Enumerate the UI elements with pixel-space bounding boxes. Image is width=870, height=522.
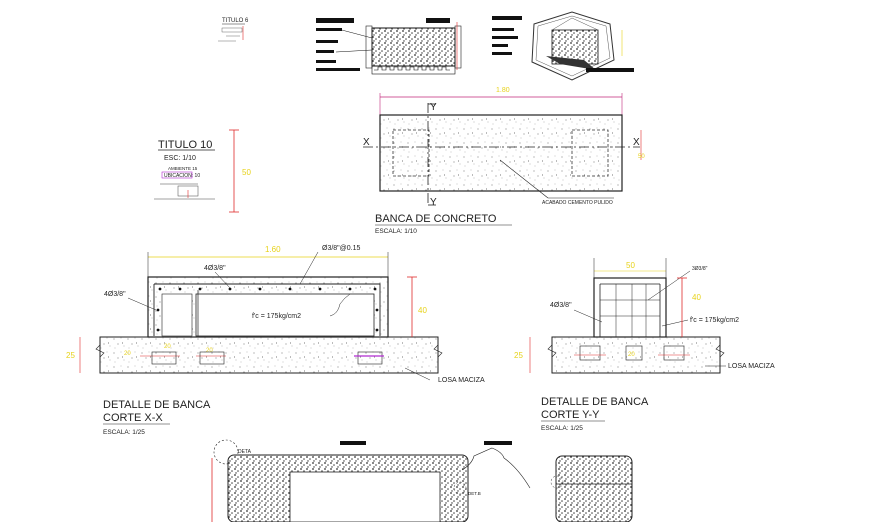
xx-fc: f'c = 175kg/cm2 (252, 313, 301, 320)
yy-slab-label: LOSA MACIZA (728, 363, 775, 370)
plan-label-y-bottom: Y (430, 197, 437, 208)
xx-leg-dim-a: 20 (124, 351, 131, 357)
thumbnail-title: TITULO 6 (222, 18, 249, 24)
yy-top-note: 3Ø3/8" (692, 266, 708, 272)
yy-title-1: DETALLE DE BANCA (541, 396, 649, 408)
yy-fc: f'c = 175kg/cm2 (690, 317, 739, 324)
bottom-elevation: DETA DET.B DET.B (211, 439, 633, 522)
yy-title-2: CORTE Y-Y (541, 409, 600, 421)
yy-height-dim: 40 (692, 293, 701, 302)
titulo10-height-dim: 50 (242, 168, 251, 177)
bottom-deta-label: DETA (238, 449, 252, 455)
plan-title: BANCA DE CONCRETO (375, 213, 497, 225)
xx-slab (99, 336, 439, 374)
section-yy: 50 3Ø3/8" 4Ø3/8" f'c = 175kg/cm2 40 25 2… (514, 258, 775, 432)
xx-height-dim: 40 (418, 306, 427, 315)
xx-base-dim: 25 (66, 351, 75, 360)
plan-width-dim: 1.80 (496, 87, 510, 94)
bottom-deta-label-2: DET.B (468, 491, 481, 496)
xx-scale: ESCALA: 1/25 (103, 429, 145, 436)
titulo10-title: TITULO 10 (158, 139, 212, 151)
yy-bars: 4Ø3/8" (550, 302, 572, 309)
xx-side-bars: 4Ø3/8" (104, 291, 126, 298)
plan-view: 1.80 Y Y X X 50 ACABADO CEMENTO PULIDO B… (363, 87, 645, 235)
plan-finish-note: ACABADO CEMENTO PULIDO (542, 200, 613, 206)
thumbnail-elevation (316, 18, 462, 75)
titulo10-esc: ESC: 1/10 (164, 155, 196, 162)
svg-text:50: 50 (638, 154, 645, 160)
yy-leg-dim: 20 (628, 352, 635, 358)
yy-scale: ESCALA: 1/25 (541, 425, 583, 432)
section-xx: 1.60 Ø3/8"@0.15 4Ø3/8" 4Ø3/8" f'c = 175k… (66, 245, 485, 436)
xx-leg-dim-b: 20 (206, 348, 213, 354)
yy-base-dim: 25 (514, 351, 523, 360)
yy-top-dim: 50 (626, 261, 635, 270)
plan-label-y-top: Y (430, 102, 437, 113)
xx-title-1: DETALLE DE BANCA (103, 399, 211, 411)
titulo10-ubicacion: UBICACION: 10 (164, 173, 200, 179)
plan-scale: ESCALA: 1/10 (375, 228, 417, 235)
plan-bench-top (379, 114, 623, 192)
title-block-10: TITULO 10 ESC: 1/10 AMBIENTE 15 UBICACIO… (154, 129, 251, 213)
thumbnail-titulo6: TITULO 6 (218, 18, 249, 42)
xx-title-2: CORTE X-X (103, 412, 163, 424)
titulo10-ambiente: AMBIENTE 15 (168, 166, 198, 171)
yy-bench (593, 277, 667, 338)
xx-top-bars: 4Ø3/8" (204, 265, 226, 272)
xx-leg-dim-c: 20 (164, 344, 171, 350)
plan-label-x-left: X (363, 137, 370, 148)
bottom-bench-side (555, 455, 633, 522)
xx-stirrups: Ø3/8"@0.15 (322, 245, 360, 252)
xx-top-dim: 1.60 (265, 245, 281, 254)
thumbnail-isometric (492, 11, 634, 81)
plan-label-x-right: X (633, 137, 640, 148)
xx-slab-label: LOSA MACIZA (438, 377, 485, 384)
